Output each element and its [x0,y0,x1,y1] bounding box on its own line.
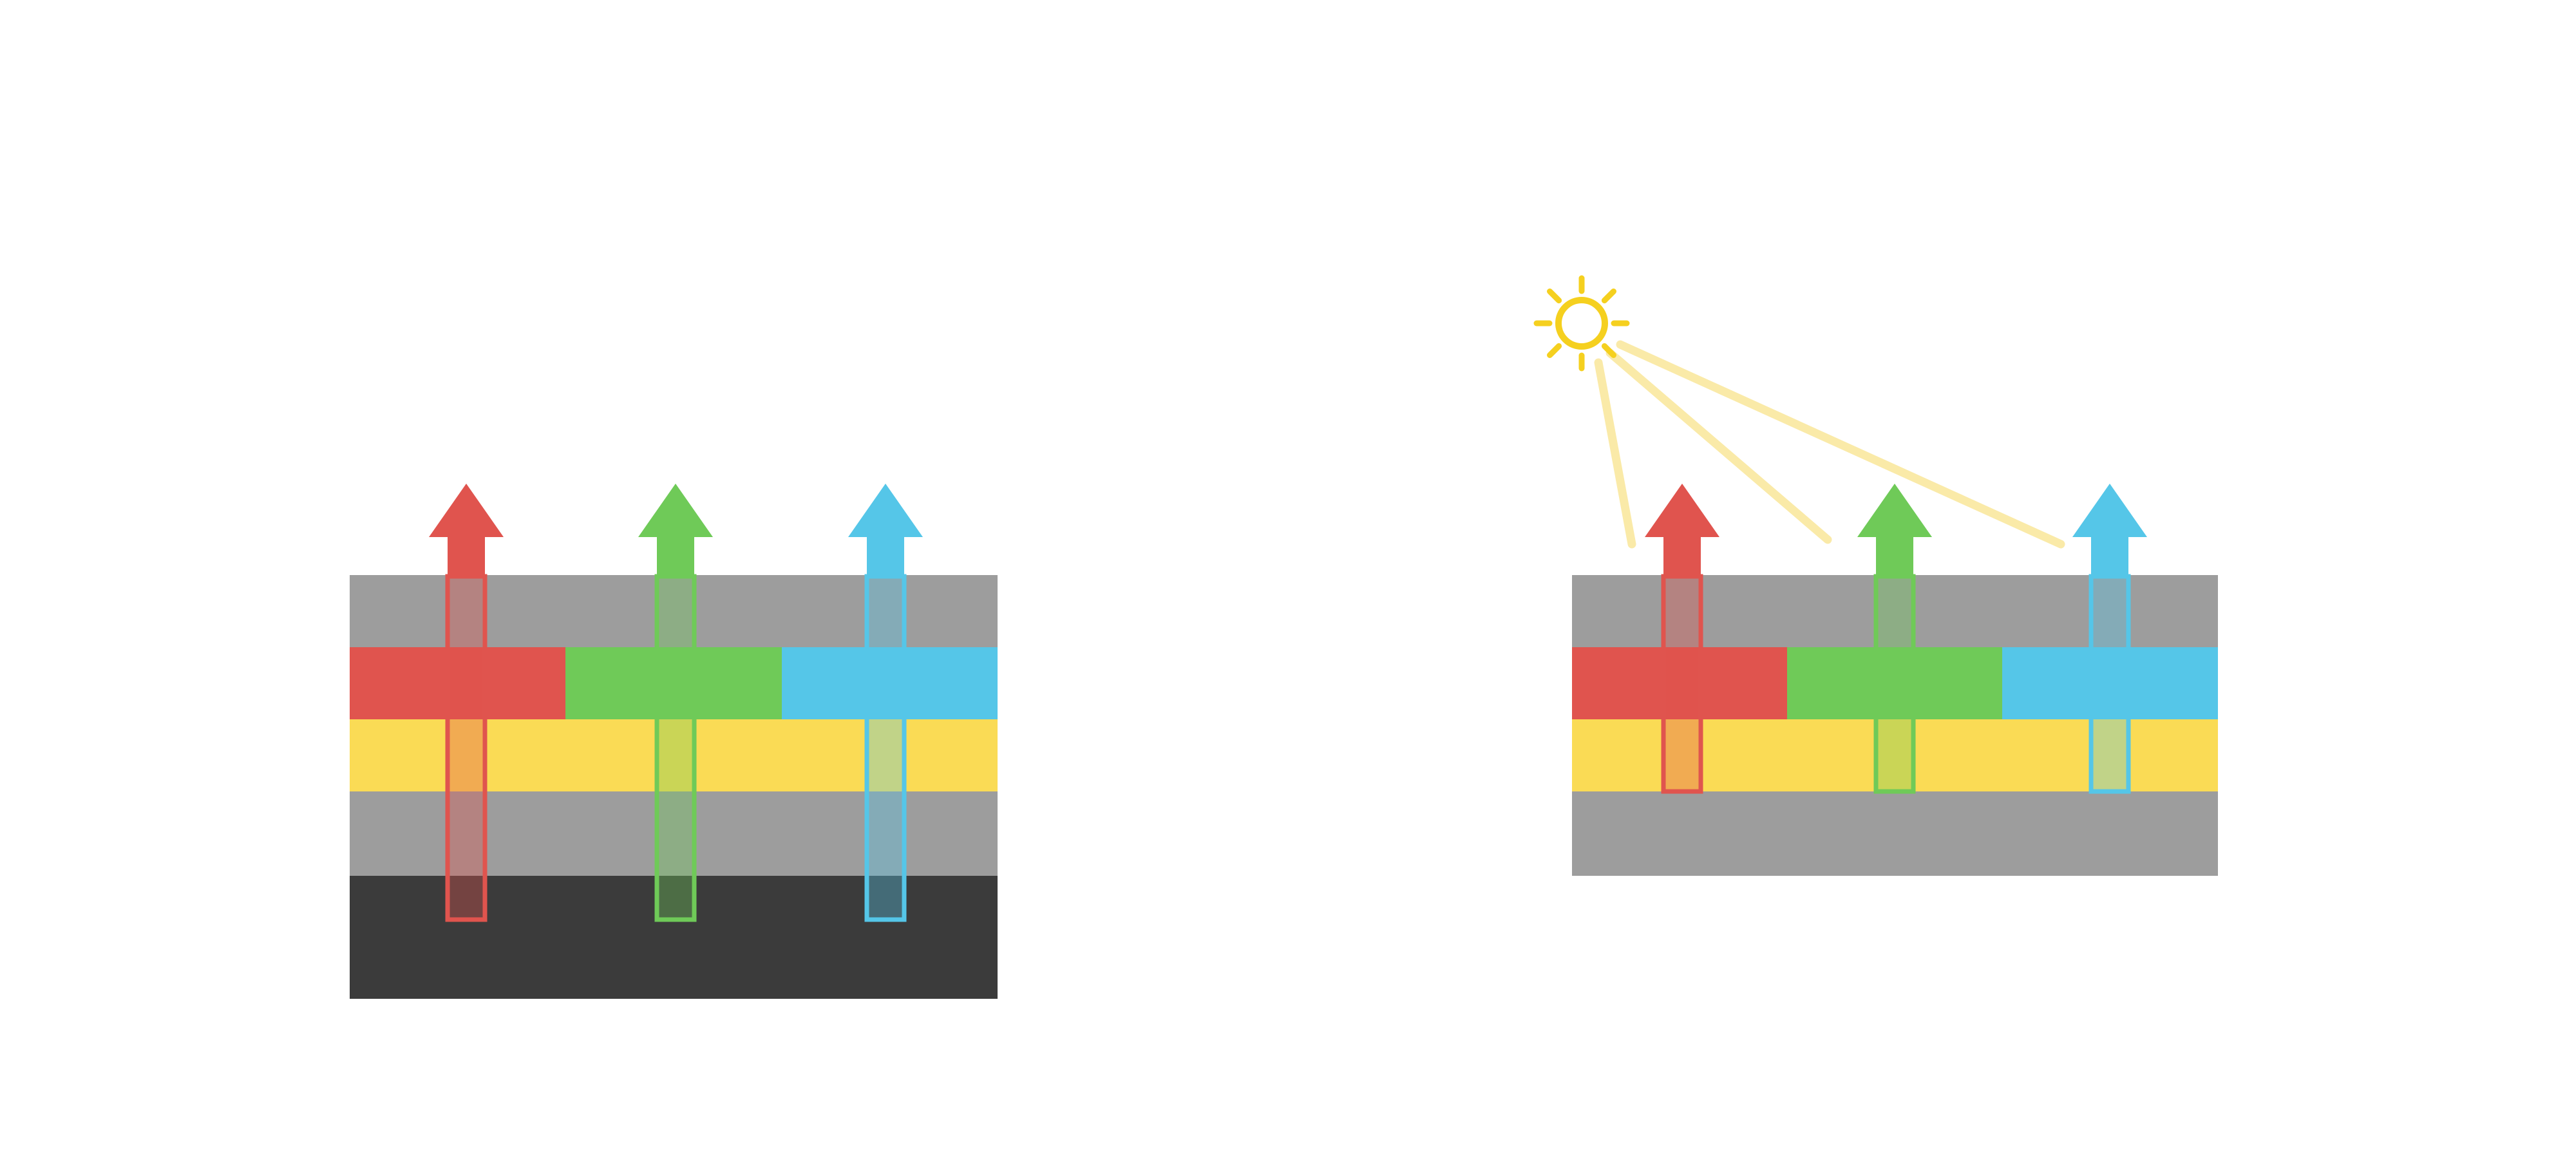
green-light-arrow [1857,484,1932,794]
blue-light-arrow [848,484,923,922]
blue-light-shaft-solid [867,534,904,577]
blue-light-arrow [2072,484,2147,794]
top-gray-layer [350,575,998,647]
sun-icon [1533,275,1630,372]
red-light-arrow [429,484,504,922]
sunlight-beam-1 [1594,358,1636,549]
green-light-shaft-translucent [1873,574,1916,794]
sunlight-beam-2 [1605,348,1832,544]
bottom-gray-layer [1572,791,2218,876]
green-light-shaft-solid [657,534,694,577]
top-gray-layer [1572,575,2218,647]
green-light-shaft-solid [1876,534,1913,577]
red-light-shaft-solid [448,534,485,577]
green-light-shaft-translucent [654,574,697,922]
green-arrowhead [638,484,713,537]
green-arrowhead [1857,484,1932,537]
blue-subpixel [782,647,998,719]
sun-core [1555,297,1608,350]
red-light-shaft-translucent [445,574,488,922]
blue-subpixel [2002,647,2218,719]
green-subpixel [1787,647,2002,719]
green-light-arrow [638,484,713,922]
sun-rays [1533,275,1630,372]
blue-arrowhead [848,484,923,537]
red-light-shaft-solid [1663,534,1701,577]
red-light-arrow [1645,484,1719,794]
yellow-layer [1572,719,2218,791]
sunlight-beam-3 [1616,340,2065,549]
backlight-layer [350,876,998,999]
yellow-layer [350,719,998,791]
blue-light-shaft-translucent [2088,574,2131,794]
blue-light-shaft-translucent [864,574,907,922]
bottom-gray-layer [350,791,998,876]
green-subpixel [565,647,782,719]
red-arrowhead [1645,484,1719,537]
backlit-display-diagram [350,484,998,999]
blue-arrowhead [2072,484,2147,537]
red-arrowhead [429,484,504,537]
red-light-shaft-translucent [1661,574,1703,794]
red-subpixel [350,647,565,719]
reflective-display-diagram [1533,275,2218,876]
red-subpixel [1572,647,1787,719]
blue-light-shaft-solid [2091,534,2128,577]
